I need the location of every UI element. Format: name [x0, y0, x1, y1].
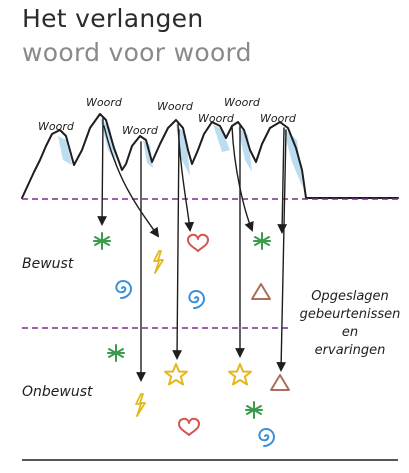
- heart-icon: [187, 233, 209, 252]
- svg-text:gebeurtenissen: gebeurtenissen: [300, 307, 401, 322]
- peak-label-4: Woord: [157, 100, 194, 113]
- triangle-icon: [251, 283, 271, 300]
- peak-label-6: Woord: [224, 96, 261, 109]
- asterisk-icon: [253, 232, 271, 250]
- stored-events-label: Opgeslagen gebeurtenissen en ervaringen: [300, 289, 401, 358]
- zone-label-conscious: Bewust: [22, 256, 74, 272]
- asterisk-icon: [107, 344, 125, 362]
- svg-text:en: en: [342, 325, 358, 340]
- svg-text:ervaringen: ervaringen: [315, 343, 386, 358]
- title-line-2: woord voor woord: [22, 38, 252, 67]
- lightning-icon: [153, 250, 164, 274]
- peak-label-3: Woord: [122, 124, 159, 137]
- asterisk-icon: [245, 401, 263, 419]
- peak-label-2: Woord: [86, 96, 123, 109]
- triangle-icon: [270, 374, 290, 391]
- heart-icon: [178, 417, 200, 436]
- mountain-range-outline: [21, 113, 399, 199]
- association-arrows: [97, 117, 288, 382]
- lightning-icon: [135, 393, 146, 417]
- zone-label-unconscious: Onbewust: [22, 384, 93, 400]
- spiral-icon: [258, 428, 275, 447]
- mountain-snow: [58, 118, 303, 188]
- title-line-1: Het verlangen: [22, 4, 204, 33]
- peak-label-7: Woord: [260, 112, 297, 125]
- star-icon: [164, 363, 188, 386]
- spiral-icon: [115, 280, 132, 299]
- star-icon: [228, 363, 252, 386]
- spiral-icon: [188, 290, 205, 309]
- peak-label-1: Woord: [38, 120, 75, 133]
- svg-text:Opgeslagen: Opgeslagen: [311, 289, 389, 304]
- peak-label-5: Woord: [198, 112, 235, 125]
- asterisk-icon: [93, 232, 111, 250]
